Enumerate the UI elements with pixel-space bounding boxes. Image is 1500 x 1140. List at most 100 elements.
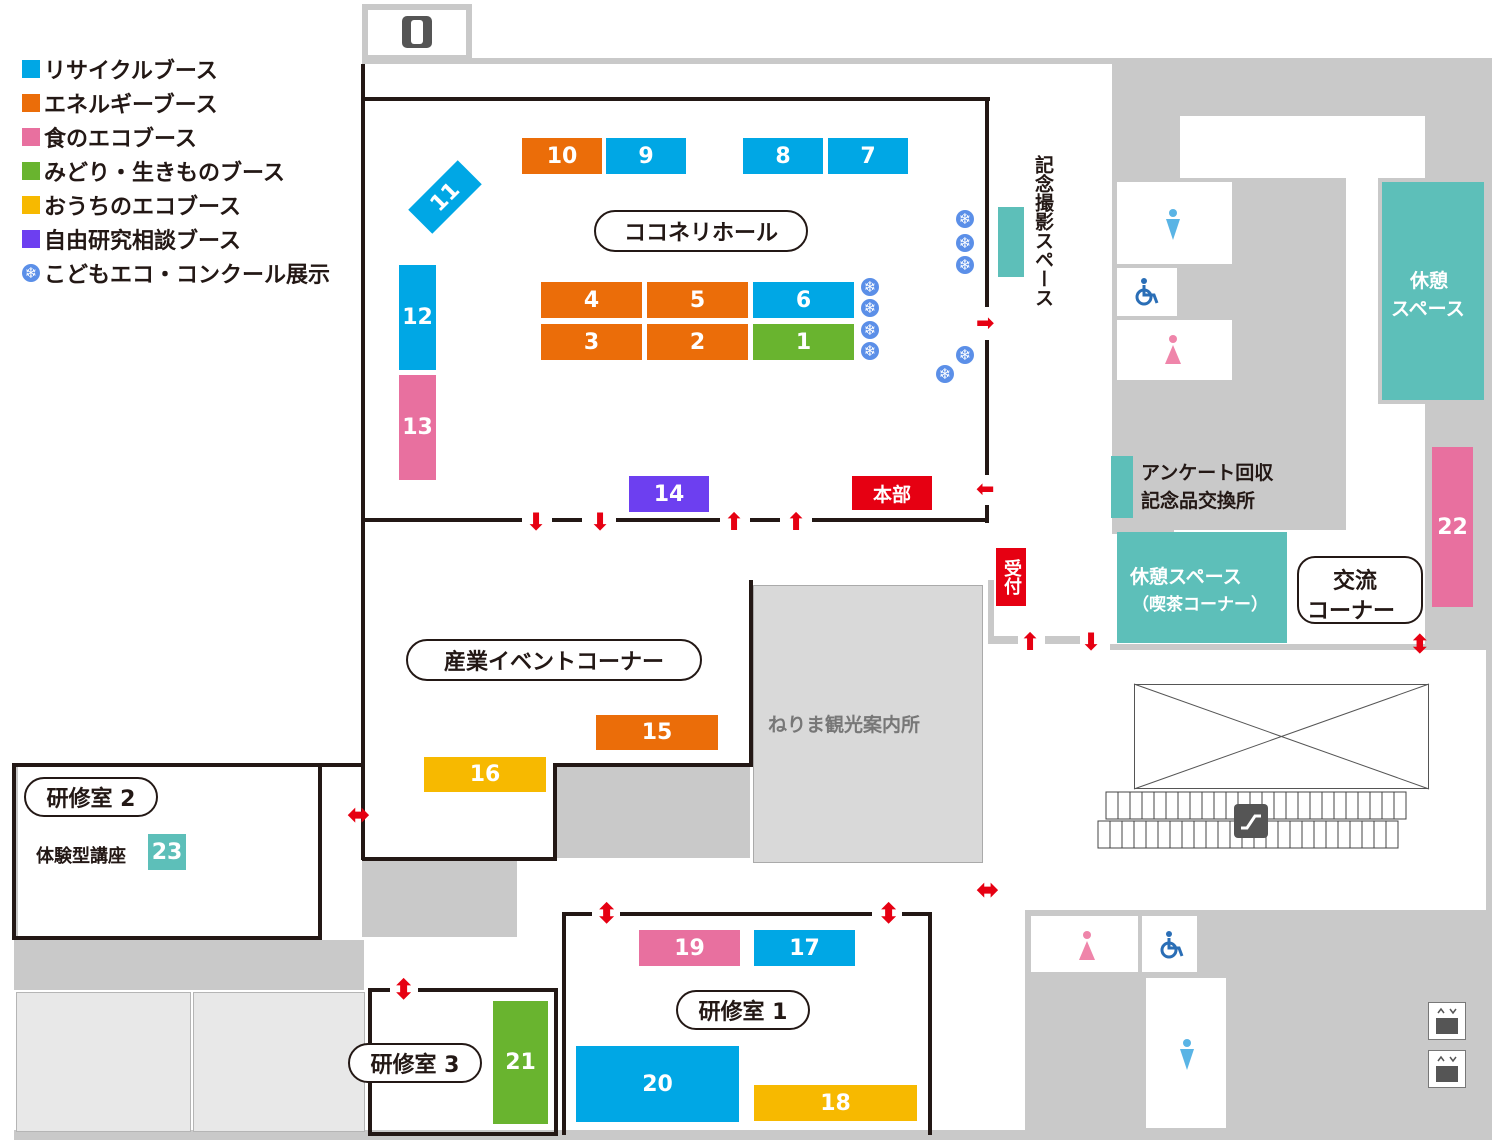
escalator-icon-glyph [1241,814,1261,830]
booth-9[interactable]: 9 [606,138,686,174]
corridor-line [988,636,1018,644]
rest-cafe-area[interactable] [1117,532,1287,643]
escalator-steps [1097,791,1407,849]
hall-wall-right-2 [985,340,989,475]
corridor-line-2 [1045,636,1080,644]
escalator-step [1205,820,1219,849]
legend-item: みどり・生きものブース [22,156,285,186]
event-wall-bottom [362,857,557,861]
booth-20[interactable]: 20 [576,1046,739,1122]
booth-15[interactable]: 15 [596,715,718,750]
escalator-step [1169,820,1183,849]
arrow-updown-icon: ⬍ [595,897,619,930]
building-structure-hall-inner [1180,116,1418,178]
booth-3[interactable]: 3 [541,324,642,360]
photo-space-board [998,207,1024,277]
escalator-step [1345,791,1359,820]
workshop-label: 体験型講座 [36,846,126,867]
building-structure-corridor-mid [555,763,750,858]
arrow-updown-icon: ⬍ [1409,630,1431,660]
booth-12[interactable]: 12 [399,265,436,370]
room1-wall-top-3 [902,912,932,916]
legend-swatch [22,94,40,112]
female-icon [1079,931,1095,960]
escalator-step [1097,820,1111,849]
booth-10[interactable]: 10 [522,138,602,174]
snowflake-icon: ❄ [956,256,974,274]
booth-23[interactable]: 23 [148,834,186,870]
arrow-up-icon: ⬆ [724,508,745,536]
snowflake-icon: ❄ [22,264,40,282]
escalator-step [1165,791,1179,820]
booth-18[interactable]: 18 [754,1085,917,1121]
legend-label: 自由研究相談ブース [44,229,241,254]
escalator-step [1297,791,1311,820]
rest-space-right-line1: 休憩 [1410,270,1449,292]
legend-label: 食のエコブース [44,127,197,152]
legend-swatch [22,128,40,146]
escalator-step [1349,820,1363,849]
training-room-3-label: 研修室 3 [348,1043,482,1083]
building-structure-left-strip [14,765,18,990]
escalator-step [1133,820,1147,849]
room2-wall-top [12,763,362,767]
reception-desk[interactable]: 受付 [996,548,1026,606]
room1-wall-top-2 [620,912,872,916]
arrow-updown-icon: ⬍ [392,973,416,1006]
legend-label: エネルギーブース [44,93,218,118]
escalator [1097,791,1407,849]
rest-space-right[interactable] [1378,178,1488,404]
tourist-info-area[interactable] [753,585,983,863]
escalator-step [1117,791,1131,820]
room3-wall-top-2 [418,988,558,992]
escalator-step [1325,820,1339,849]
event-wall-step [553,763,753,767]
escalator-step [1109,820,1123,849]
escalator-step [1177,791,1191,820]
booth-21[interactable]: 21 [493,1001,548,1124]
survey-board [1111,456,1133,518]
event-wall-right-lower [553,763,557,861]
booth-19[interactable]: 19 [639,930,740,966]
escalator-step [1157,820,1171,849]
accessible-icon [1135,278,1159,306]
storage-room-1 [16,992,191,1132]
room1-wall-left [562,912,566,1135]
booth-16[interactable]: 16 [424,757,546,792]
atrium-void [1133,683,1430,790]
booth-14[interactable]: 14 [629,476,709,512]
hall-wall-right-3 [985,505,989,523]
storage-room-2 [193,992,365,1132]
escalator-step [1333,791,1347,820]
arrow-right-icon: ➡ [976,311,995,336]
booth-4[interactable]: 4 [541,282,642,318]
headquarters[interactable]: 本部 [852,476,932,510]
booth-13[interactable]: 13 [399,375,436,480]
snowflake-icon: ❄ [956,346,974,364]
booth-11[interactable]: 11 [408,160,482,234]
snowflake-icon: ❄ [861,321,879,339]
room2-wall-right [318,763,322,939]
booth-2[interactable]: 2 [647,324,748,360]
legend-swatch [22,162,40,180]
booth-1[interactable]: 1 [753,324,854,360]
booth-8[interactable]: 8 [743,138,823,174]
arrow-down-icon: ⬇ [590,508,611,536]
escalator-step [1193,820,1207,849]
bottle-icon-cap [411,20,423,44]
escalator-step [1289,820,1303,849]
exchange-corner-label [1297,556,1423,624]
elevator-glyph [1436,1007,1458,1034]
room1-wall-top-1 [562,912,592,916]
womens-toilet-lower [1031,916,1138,972]
booth-5[interactable]: 5 [647,282,748,318]
building-structure-bottom-edge [14,1130,1492,1140]
booth-17[interactable]: 17 [754,930,855,966]
room2-wall-left [12,763,16,939]
hall-wall-bottom-3 [616,518,720,522]
booth-7[interactable]: 7 [828,138,908,174]
snowflake-icon: ❄ [861,278,879,296]
legend-label: こどもエコ・コンクール展示 [44,263,331,288]
booth-22[interactable]: 22 [1432,447,1473,607]
booth-6[interactable]: 6 [753,282,854,318]
